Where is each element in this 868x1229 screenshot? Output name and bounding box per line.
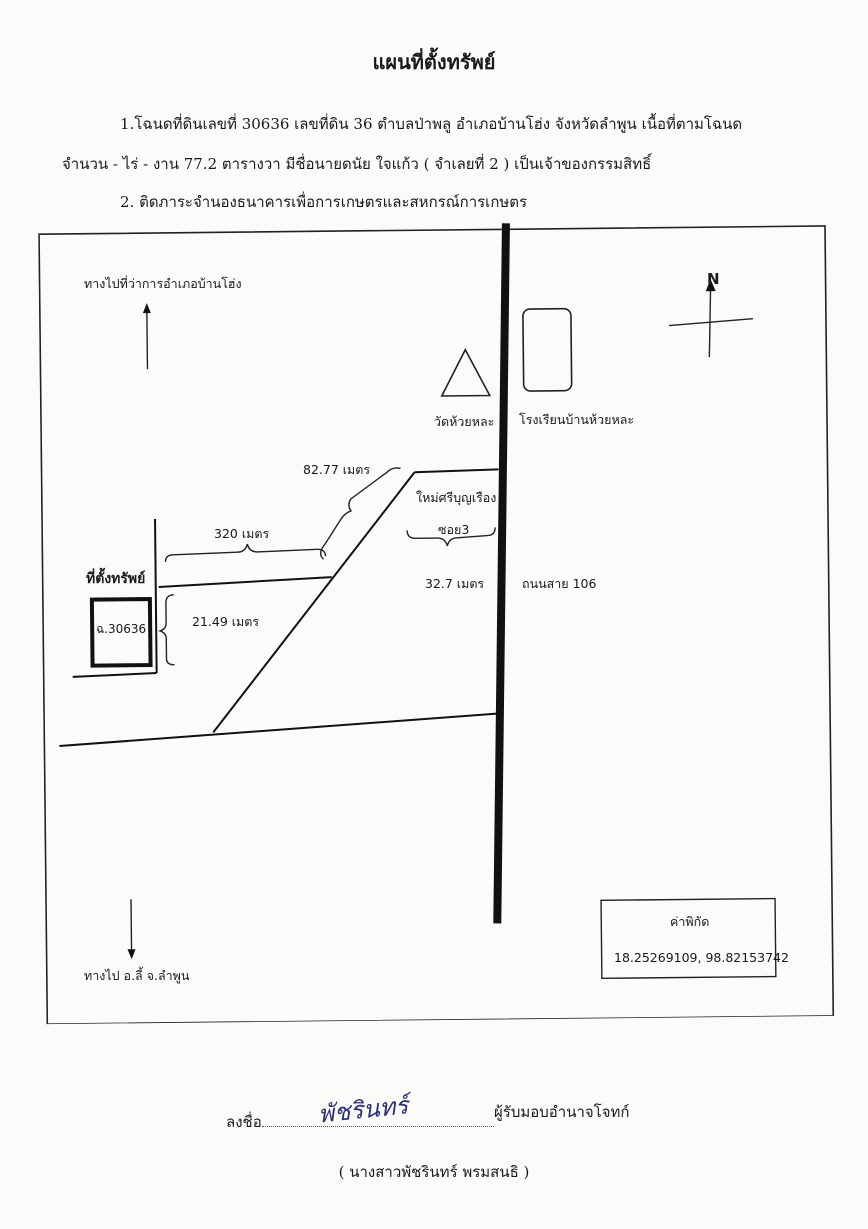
property-plot (89, 597, 153, 668)
diagonal-road (212, 471, 416, 734)
coordinates-value: 18.25269109, 98.82153742 (614, 950, 789, 965)
school-label: โรงเรียนบ้านห้วยหละ (519, 412, 635, 427)
village-label: ใหม่ศรีบุญเรือง (416, 490, 497, 505)
temple-label: วัดห้วยหละ (434, 414, 495, 429)
brace-21m (157, 594, 175, 666)
temple-triangle-icon (440, 348, 492, 397)
mortgage-note: 2. ติดภาระจำนองธนาคารเพื่อการเกษตรและสหก… (120, 193, 528, 211)
school-building-icon (522, 307, 573, 392)
deed-description: 1.โฉนดที่ดินเลขที่ 30636 เลขที่ดิน 36 ตำ… (120, 115, 743, 133)
north-label: N (707, 270, 720, 288)
down-arrow-icon (130, 899, 133, 954)
distance-diagonal-label: 82.77 เมตร (303, 462, 371, 477)
distance-horizontal-label: 320 เมตร (214, 526, 270, 541)
coordinates-box (600, 897, 777, 980)
location-map (38, 223, 835, 1025)
signature-line (262, 1116, 494, 1127)
sign-label: ลงชื่อ (226, 1113, 262, 1131)
property-side-road (154, 518, 158, 674)
area-owner-description: จำนวน - ไร่ - งาน 77.2 ตารางวา มีชื่อนาย… (62, 155, 652, 173)
up-arrow-icon (146, 307, 149, 370)
deed-number-label: ฉ.30636 (96, 622, 147, 636)
soi-road (414, 468, 499, 474)
page-title: แผนที่ตั้งทรัพย์ (372, 50, 496, 74)
lower-road (59, 712, 501, 748)
distance-vertical-label: 21.49 เมตร (192, 614, 260, 629)
highway-label: ถนนสาย 106 (522, 576, 597, 591)
coordinates-title: ค่าพิกัด (670, 914, 710, 929)
property-access-road (158, 576, 332, 588)
to-lamphun-label: ทางไป อ.ลี้ จ.ลำพูน (84, 968, 190, 983)
to-district-office-label: ทางไปที่ว่าการอำเภอบ้านโฮ่ง (84, 276, 242, 291)
north-arrow-icon (708, 285, 712, 358)
property-location-label: ที่ตั้งทรัพย์ (86, 571, 146, 587)
signer-name: ( นางสาวพัชรินทร์ พรมสนธิ ) (338, 1163, 530, 1181)
highway-106-road (493, 223, 510, 924)
brace-32m (406, 527, 496, 547)
signer-role: ผู้รับมอบอำนาจโจทก์ (494, 1103, 630, 1121)
brace-320m (164, 543, 327, 562)
soi-label: ซอย3 (438, 522, 470, 537)
brace-82m (319, 467, 401, 560)
distance-soi-label: 32.7 เมตร (425, 576, 485, 591)
map-border (38, 225, 835, 1025)
